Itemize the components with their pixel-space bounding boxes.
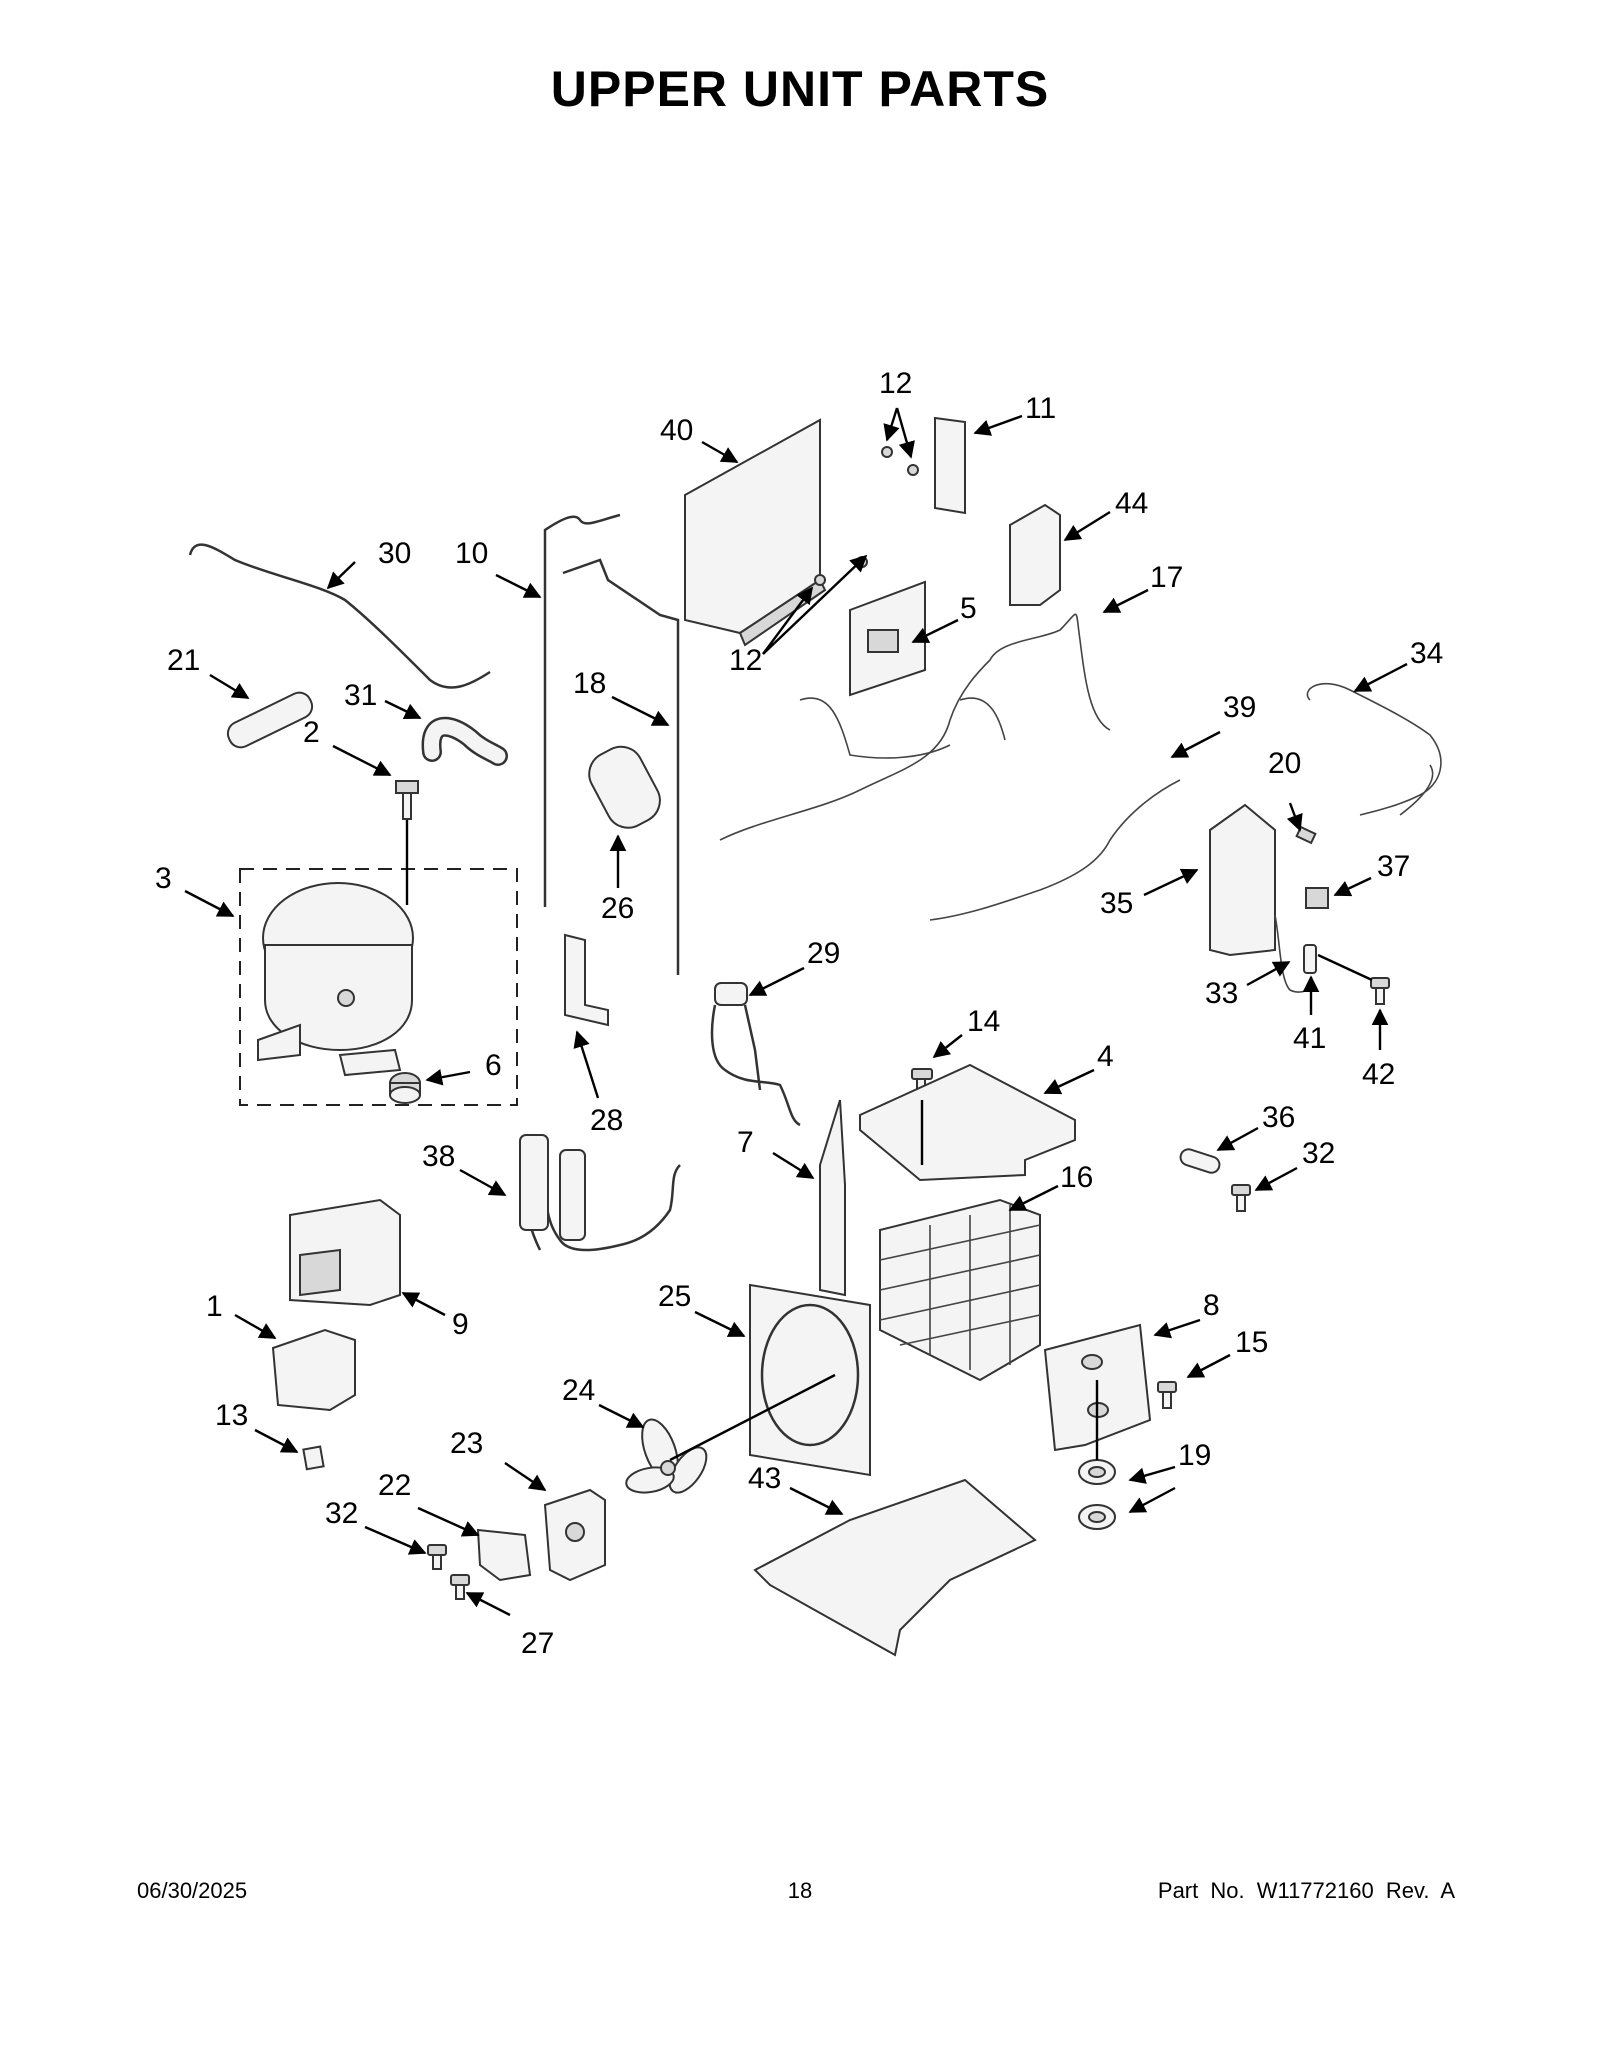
part-3-compressor — [239, 868, 518, 1106]
callout-11: 11 — [1025, 392, 1056, 425]
callout-7: 7 — [737, 1126, 754, 1159]
part-21-drier — [226, 691, 314, 749]
part-18-tube — [562, 558, 680, 975]
callout-12a: 12 — [879, 367, 912, 400]
part-44-housing — [1009, 503, 1061, 606]
part-22-bracket — [476, 1528, 532, 1582]
footer-date: 06/30/2025 — [137, 1878, 248, 1903]
part-13-tab — [302, 1445, 325, 1471]
callout-15: 15 — [1235, 1326, 1268, 1359]
callout-3: 3 — [155, 862, 172, 895]
part-9-motor-cover — [289, 1198, 401, 1307]
callout-20: 20 — [1268, 747, 1301, 780]
part-41-sensor — [1303, 944, 1317, 974]
part-29-valve — [710, 982, 801, 1127]
callout-1: 1 — [206, 1290, 223, 1323]
callout-37: 37 — [1377, 850, 1410, 883]
callout-25: 25 — [658, 1280, 691, 1313]
part-23-fan-motor — [543, 1488, 606, 1582]
callout-41: 41 — [1293, 1022, 1326, 1055]
callout-40: 40 — [660, 414, 693, 447]
callout-43: 43 — [748, 1462, 781, 1495]
callout-18: 18 — [573, 667, 606, 700]
callout-19: 19 — [1178, 1439, 1211, 1472]
part-26-filter — [588, 745, 661, 829]
part-36-clamp — [1179, 1148, 1221, 1174]
callout-9: 9 — [452, 1308, 469, 1341]
callout-24: 24 — [562, 1374, 595, 1407]
part-27-screw — [450, 1574, 470, 1600]
part-40-bracket — [684, 418, 827, 647]
part-43-drain-pan — [753, 1478, 1037, 1657]
part-30-tube — [188, 543, 491, 689]
callout-26: 26 — [601, 892, 634, 925]
part-19-grommets — [1078, 1459, 1116, 1530]
leader-lines — [184, 407, 1408, 1617]
part-42-screw — [1370, 977, 1390, 1005]
callout-4: 4 — [1097, 1040, 1114, 1073]
part-25-shroud — [749, 1283, 871, 1477]
callout-39: 39 — [1223, 691, 1256, 724]
part-38-tube — [519, 1134, 681, 1252]
callout-27: 27 — [521, 1627, 554, 1660]
part-5-control-board — [849, 580, 926, 697]
callout-32b: 32 — [325, 1497, 358, 1530]
callout-38: 38 — [422, 1140, 455, 1173]
callout-33: 33 — [1205, 977, 1238, 1010]
page-title: UPPER UNIT PARTS — [550, 61, 1050, 117]
callout-2: 2 — [303, 716, 320, 749]
part-10-tube — [543, 513, 621, 907]
part-2-bolt — [395, 780, 419, 820]
part-35-bracket — [1209, 803, 1276, 957]
part-32-screw-right — [1231, 1184, 1251, 1212]
callout-35: 35 — [1100, 887, 1133, 920]
callout-labels: 1 2 3 4 5 6 7 8 9 10 11 12 12 13 14 15 1… — [155, 367, 1443, 1660]
part-16-evaporator — [879, 1198, 1041, 1382]
callout-29: 29 — [807, 937, 840, 970]
part-24-fan-blade — [625, 1418, 708, 1494]
part-12-screws — [814, 446, 919, 586]
callout-8: 8 — [1203, 1289, 1220, 1322]
callout-34: 34 — [1410, 637, 1443, 670]
callout-28: 28 — [590, 1104, 623, 1137]
part-17-wire-harness — [719, 613, 1111, 841]
callout-17: 17 — [1150, 561, 1183, 594]
callout-5: 5 — [960, 592, 977, 625]
part-31-hose — [421, 716, 508, 766]
part-34-power-cord — [1306, 682, 1442, 816]
callout-36: 36 — [1262, 1101, 1295, 1134]
callout-32a: 32 — [1302, 1137, 1335, 1170]
part-37-switch — [1305, 887, 1329, 909]
part-11-cover — [934, 416, 966, 515]
callout-10: 10 — [455, 537, 488, 570]
part-32-screw-left — [427, 1544, 447, 1570]
callout-42: 42 — [1362, 1058, 1395, 1091]
callout-22: 22 — [378, 1469, 411, 1502]
callout-14: 14 — [967, 1005, 1000, 1038]
callout-12b: 12 — [729, 644, 762, 677]
callout-21: 21 — [167, 644, 200, 677]
callout-6: 6 — [485, 1049, 502, 1082]
part-6-grommet — [389, 1072, 421, 1104]
part-28-bracket — [564, 933, 609, 1027]
part-39-wire-harness — [929, 779, 1181, 921]
part-7-strip — [819, 1099, 846, 1297]
footer-page-number: 18 — [787, 1878, 813, 1903]
callout-16: 16 — [1060, 1161, 1093, 1194]
callout-23: 23 — [450, 1427, 483, 1460]
part-15-screw — [1157, 1381, 1177, 1409]
callout-13: 13 — [215, 1399, 248, 1432]
callout-30: 30 — [378, 537, 411, 570]
callout-31: 31 — [344, 679, 377, 712]
callout-44: 44 — [1115, 487, 1148, 520]
part-4-cover — [859, 1063, 1076, 1182]
footer-part-number: Part No. W11772160 Rev. A — [1157, 1878, 1455, 1903]
part-1-control — [271, 1328, 356, 1412]
